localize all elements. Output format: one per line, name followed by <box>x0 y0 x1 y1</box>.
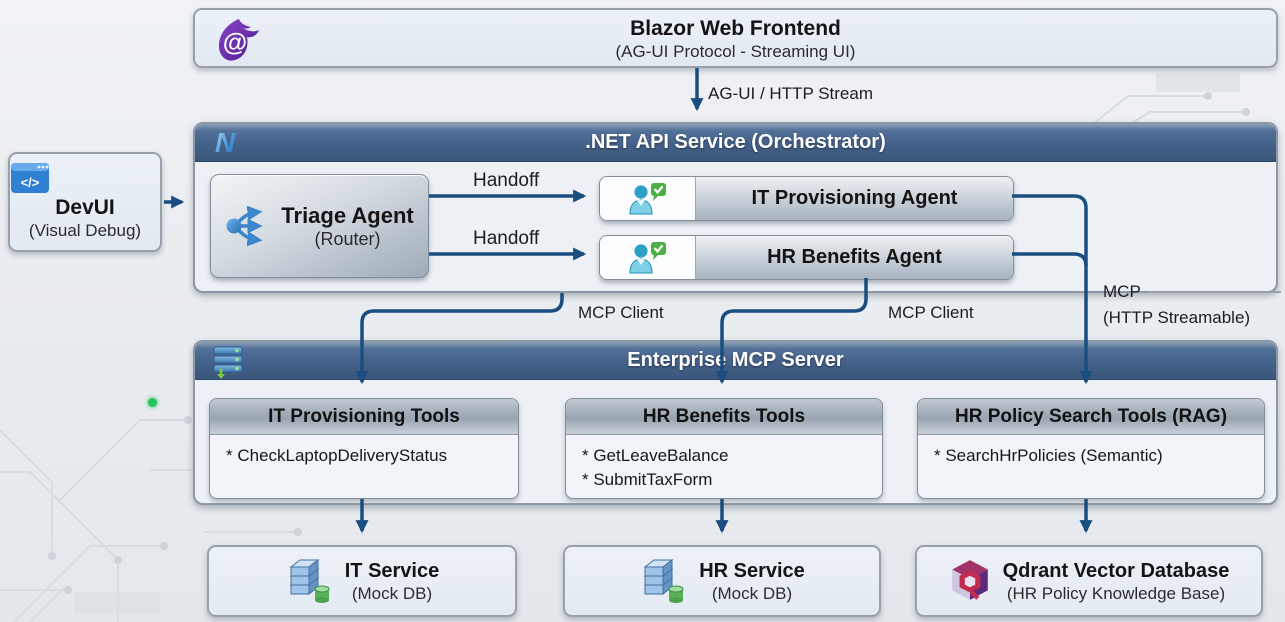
svg-text:@: @ <box>223 29 247 57</box>
blazor-flame-icon: @ <box>217 18 263 64</box>
qdrant-database-box: Qdrant Vector Database (HR Policy Knowle… <box>915 545 1263 617</box>
agent-label: IT Provisioning Agent <box>696 177 1013 220</box>
frontend-title: Blazor Web Frontend <box>630 17 841 40</box>
agent-person-check-icon <box>600 236 696 279</box>
service-title: IT Service <box>344 559 440 582</box>
mcp-server-header: Enterprise MCP Server <box>195 342 1276 380</box>
mcp-server-title: Enterprise MCP Server <box>627 349 844 371</box>
it-provisioning-agent-box: IT Provisioning Agent <box>599 176 1014 221</box>
frontend-subtitle: (AG-UI Protocol - Streaming UI) <box>615 42 856 61</box>
it-provisioning-tools-box: IT Provisioning Tools * CheckLaptopDeliv… <box>209 398 519 499</box>
mcp-client-label-2: MCP Client <box>888 303 974 322</box>
blazor-frontend-box: @ Blazor Web Frontend (AG-UI Protocol - … <box>193 8 1278 68</box>
status-green-dot <box>148 398 157 407</box>
service-title: Qdrant Vector Database <box>1002 559 1230 582</box>
mcp-label: MCP <box>1103 282 1141 301</box>
hr-benefits-tools-box: HR Benefits Tools * GetLeaveBalance * Su… <box>565 398 883 499</box>
server-stack-icon <box>211 345 247 379</box>
service-title: HR Service <box>699 559 805 582</box>
agui-stream-label: AG-UI / HTTP Stream <box>708 84 873 103</box>
triage-agent-box: Triage Agent (Router) <box>210 174 429 278</box>
hr-benefits-agent-box: HR Benefits Agent <box>599 235 1014 280</box>
devui-box: </> DevUI (Visual Debug) <box>8 152 162 252</box>
agent-label: HR Benefits Agent <box>696 236 1013 279</box>
svg-text:N: N <box>215 128 236 156</box>
code-window-icon: </> <box>10 162 160 194</box>
devui-subtitle: (Visual Debug) <box>28 221 142 240</box>
orchestrator-header: N .NET API Service (Orchestrator) <box>195 124 1276 162</box>
service-subtitle: (HR Policy Knowledge Base) <box>1006 583 1226 603</box>
svg-text:</>: </> <box>21 175 40 190</box>
tool-item: * GetLeaveBalance <box>582 446 729 465</box>
tool-title: HR Policy Search Tools (RAG) <box>918 399 1264 435</box>
handoff-label-1: Handoff <box>473 170 540 191</box>
mcp-sublabel: (HTTP Streamable) <box>1103 308 1251 327</box>
agent-person-check-icon <box>600 177 696 220</box>
tool-title: IT Provisioning Tools <box>210 399 518 435</box>
tool-item: * SubmitTaxForm <box>582 470 713 489</box>
triage-subtitle: (Router) <box>314 228 381 249</box>
database-icon <box>285 557 333 605</box>
mcp-client-label-1: MCP Client <box>578 303 664 322</box>
hr-policy-search-tools-box: HR Policy Search Tools (RAG) * SearchHrP… <box>917 398 1265 499</box>
route-share-icon <box>225 201 271 251</box>
it-service-box: IT Service (Mock DB) <box>207 545 517 617</box>
dotnet-logo-icon: N <box>211 128 255 156</box>
handoff-label-2: Handoff <box>473 228 540 249</box>
tool-item: * SearchHrPolicies (Semantic) <box>934 446 1163 465</box>
qdrant-cube-icon <box>949 558 991 604</box>
orchestrator-box: N .NET API Service (Orchestrator) <box>193 122 1278 293</box>
triage-title: Triage Agent <box>281 202 414 228</box>
database-icon <box>639 557 687 605</box>
service-subtitle: (Mock DB) <box>711 583 793 603</box>
orchestrator-title: .NET API Service (Orchestrator) <box>585 131 886 153</box>
tool-title: HR Benefits Tools <box>566 399 882 435</box>
tool-item: * CheckLaptopDeliveryStatus <box>226 446 448 465</box>
service-subtitle: (Mock DB) <box>351 583 433 603</box>
mcp-server-box: Enterprise MCP Server IT Provisioning To… <box>193 340 1278 505</box>
devui-title: DevUI <box>55 196 115 219</box>
hr-service-box: HR Service (Mock DB) <box>563 545 881 617</box>
